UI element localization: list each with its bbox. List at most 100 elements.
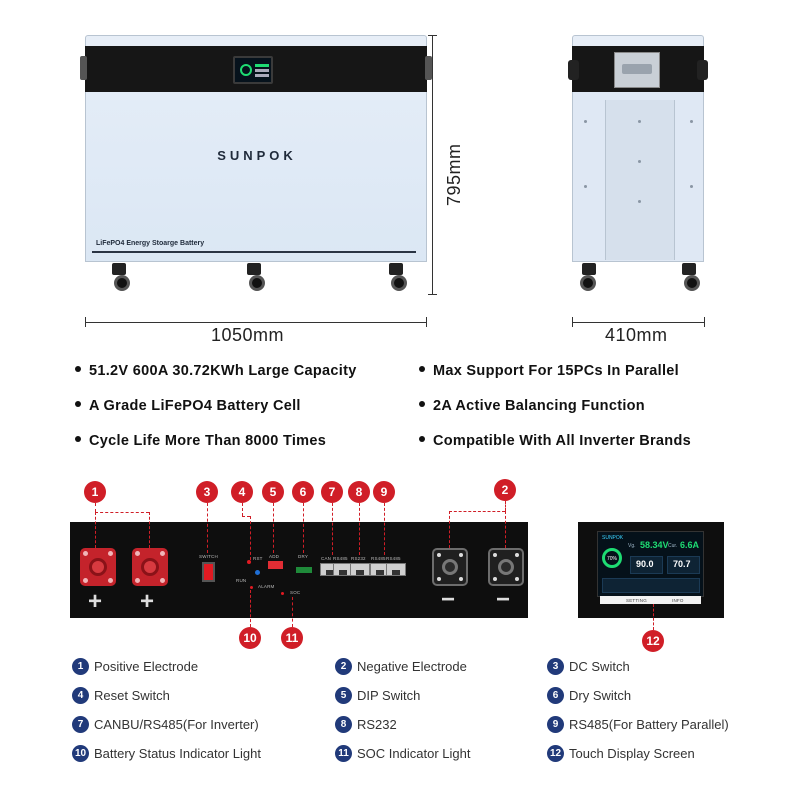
voltage-label: Vg.: [628, 543, 636, 549]
positive-terminal: [80, 548, 116, 586]
bullet-icon: [419, 436, 425, 443]
reset-button[interactable]: [255, 570, 260, 575]
feature-item: 51.2V 600A 30.72KWh Large Capacity: [75, 363, 357, 379]
screw-dot: [638, 120, 641, 123]
legend-number: 6: [547, 687, 564, 704]
callout-number: 4: [231, 481, 253, 503]
display-value-1: 90.0: [636, 559, 654, 569]
callout-number: 5: [262, 481, 284, 503]
negative-terminal: [432, 548, 468, 586]
setting-button[interactable]: SETTING: [626, 598, 647, 603]
caster-wheel-icon: [391, 275, 407, 291]
callout-leader: [95, 512, 96, 548]
caster-bracket: [389, 263, 403, 275]
soc-value: 70%: [607, 556, 618, 562]
current-label: Cur.: [668, 543, 678, 549]
rs485-label: RS485: [333, 556, 348, 561]
touch-display-screen[interactable]: SUNPOK Vg. 58.34V Cur. 6.6A 70% 90.0 70.…: [597, 531, 704, 597]
front-right-handle: [425, 56, 432, 80]
height-dimension-cap: [428, 294, 437, 295]
legend-text: Reset Switch: [94, 688, 170, 703]
feature-item: Cycle Life More Than 8000 Times: [75, 433, 326, 449]
legend-text: SOC Indicator Light: [357, 746, 471, 761]
soc-gauge-icon: [602, 548, 622, 568]
callout-leader: [332, 503, 333, 555]
dip-switch[interactable]: [268, 561, 283, 569]
can-label: CAN: [321, 556, 332, 561]
status-led: [250, 586, 253, 589]
callout-leader: [449, 511, 450, 548]
callout-leader: [250, 516, 251, 560]
display-status-row: [602, 578, 700, 593]
rs485b-label: RS485: [386, 556, 401, 561]
rs232-port[interactable]: [350, 563, 370, 576]
width-dimension-label: 1050mm: [211, 325, 285, 345]
add-label: ADD: [269, 554, 280, 559]
callout-number: 2: [494, 479, 516, 501]
minus-sign: −: [496, 586, 511, 613]
rs485a-label: RS485: [371, 556, 386, 561]
legend-number: 9: [547, 716, 564, 733]
screw-dot: [638, 160, 641, 163]
callout-number: 7: [321, 481, 343, 503]
caster-wheel-icon: [249, 275, 265, 291]
negative-terminal: [488, 548, 524, 586]
caster-wheel-icon: [580, 275, 596, 291]
screw-dot: [690, 185, 693, 188]
bullet-icon: [75, 436, 81, 443]
caster-wheel-icon: [114, 275, 130, 291]
rs485-parallel-port-b[interactable]: [386, 563, 406, 576]
legend-text: Touch Display Screen: [569, 746, 695, 761]
plus-sign: +: [140, 588, 155, 615]
side-connector-right: [697, 60, 708, 80]
legend-text: Dry Switch: [569, 688, 632, 703]
legend-number: 5: [335, 687, 352, 704]
legend-number: 1: [72, 658, 89, 675]
legend-text: CANBU/RS485(For Inverter): [94, 717, 259, 732]
bullet-icon: [419, 366, 425, 373]
legend-number: 2: [335, 658, 352, 675]
rst-label: RST: [253, 556, 263, 561]
depth-dimension-line: [572, 322, 704, 323]
callout-number: 11: [281, 627, 303, 649]
soc-led: [281, 592, 284, 595]
front-trim-line: [92, 251, 416, 253]
legend-number: 11: [335, 745, 352, 762]
caster-wheel-icon: [684, 275, 700, 291]
callout-leader: [653, 604, 654, 630]
legend-number: 10: [72, 745, 89, 762]
legend-text: Battery Status Indicator Light: [94, 746, 261, 761]
callout-leader: [242, 516, 250, 517]
front-left-handle: [80, 56, 87, 80]
caster-bracket: [112, 263, 126, 275]
callout-leader: [149, 512, 150, 548]
height-dimension-cap: [428, 35, 437, 36]
rst-indicator: [247, 560, 251, 564]
feature-item: 2A Active Balancing Function: [419, 398, 645, 414]
callout-leader: [449, 511, 505, 512]
depth-dimension-cap: [572, 317, 573, 327]
dry-switch[interactable]: [296, 567, 312, 573]
callout-number: 9: [373, 481, 395, 503]
callout-leader: [384, 503, 385, 555]
front-display-icon: [233, 56, 273, 84]
depth-dimension-label: 410mm: [605, 325, 668, 345]
side-connector-left: [568, 60, 579, 80]
caster-bracket: [247, 263, 261, 275]
legend-number: 4: [72, 687, 89, 704]
callout-leader: [95, 503, 96, 512]
side-top-cap: [572, 35, 704, 47]
width-dimension-cap: [426, 317, 427, 327]
positive-terminal: [132, 548, 168, 586]
side-panel: [605, 100, 675, 260]
info-button[interactable]: INFO: [672, 598, 684, 603]
dc-switch[interactable]: [202, 562, 215, 582]
display-value-2: 70.7: [673, 559, 691, 569]
callout-number: 6: [292, 481, 314, 503]
callout-leader: [303, 503, 304, 553]
callout-number: 1: [84, 481, 106, 503]
rs485-port[interactable]: [333, 563, 353, 576]
side-handle-grip: [622, 64, 652, 74]
minus-sign: −: [441, 586, 456, 613]
brand-logo: SUNPOK: [217, 148, 297, 163]
